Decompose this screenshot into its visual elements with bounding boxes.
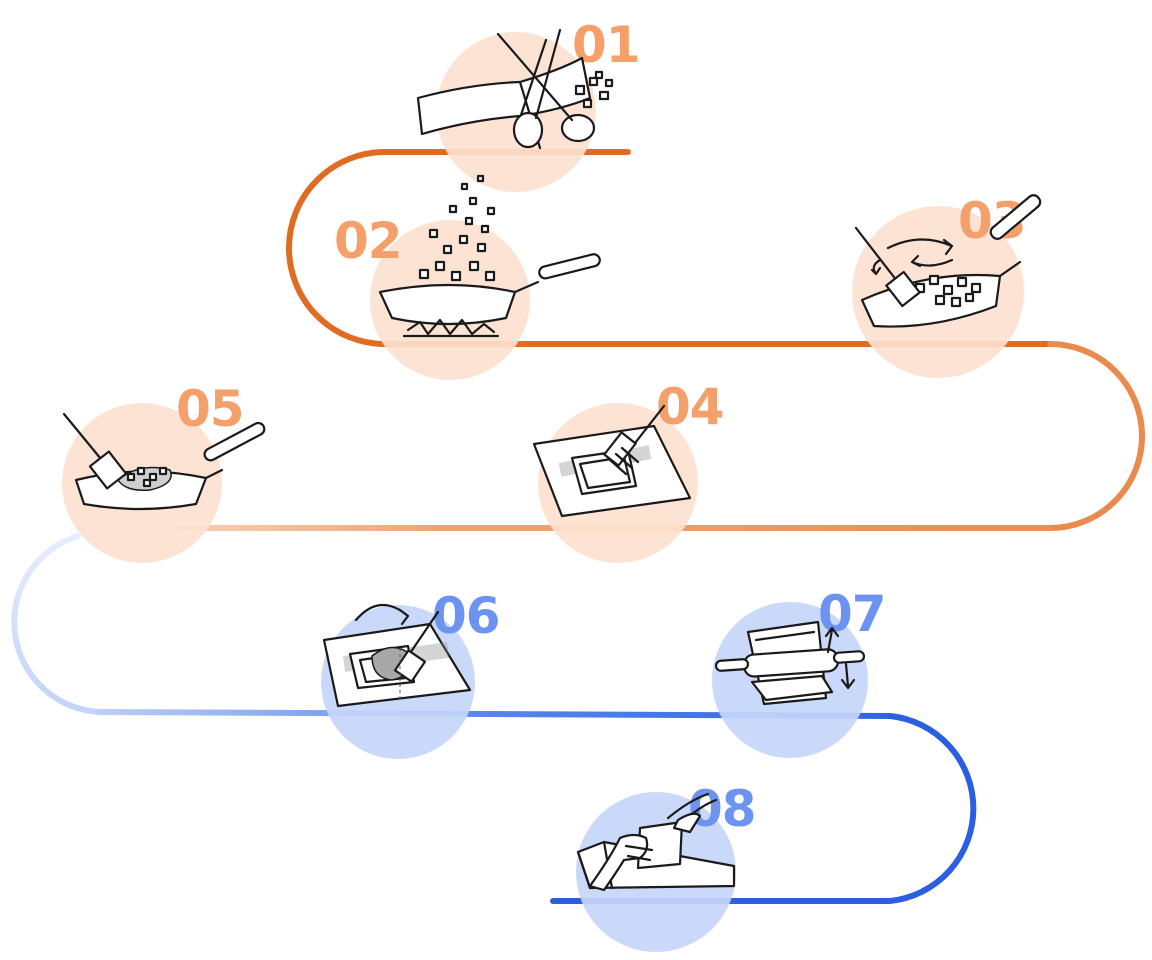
step-number-06: 06 [432,587,500,645]
path-segment-orange-right [1050,344,1142,528]
path-segment-blue-left [14,536,100,712]
step-number-02: 02 [334,212,402,270]
step-number-04: 04 [656,378,724,436]
step-circles [62,32,1024,952]
step-number-05: 05 [176,380,244,438]
